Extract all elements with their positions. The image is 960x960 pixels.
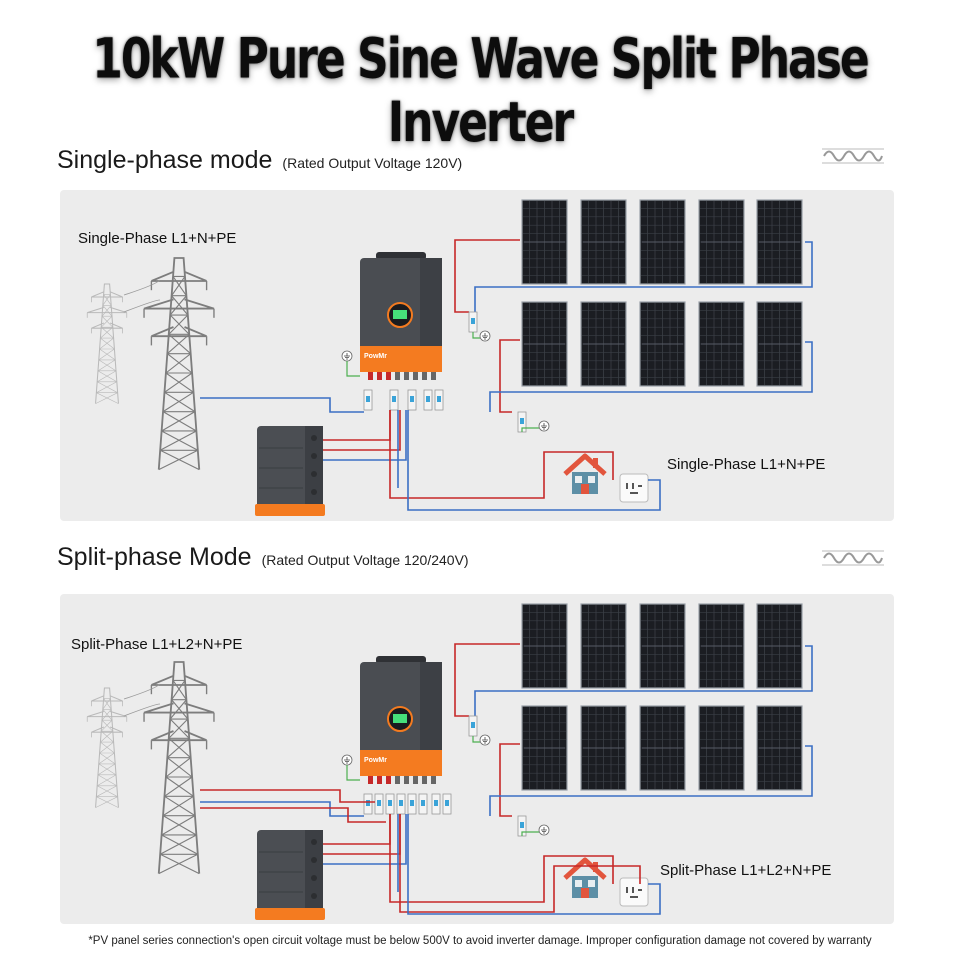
grid-label: Single-Phase L1+N+PE [78,230,237,247]
solar-panel-icon [639,301,686,387]
page-title: 10kW Pure Sine Wave Split Phase Inverter [92,27,870,155]
solar-panel-icon [756,199,803,285]
load-label: Split-Phase L1+L2+N+PE [660,862,832,879]
breaker-icon [442,793,452,815]
mode-name: Split-phase Mode [57,543,252,571]
solar-panel-icon [698,705,745,791]
breaker-icon [363,389,373,411]
ground-symbol-icon [479,330,491,342]
breaker-icon [407,389,417,411]
power-outlet-icon [619,473,649,503]
ground-symbol-icon [479,734,491,746]
breaker-icon [385,793,395,815]
solar-panel-icon [756,301,803,387]
solar-panel-icon [639,199,686,285]
breaker-icon [418,793,428,815]
solar-panel-icon [639,705,686,791]
load-label: Single-Phase L1+N+PE [667,456,826,473]
breaker-icon [389,389,399,411]
solar-panel-icon [580,199,627,285]
ground-symbol-icon [341,350,353,362]
single-phase-header: Single-phase mode (Rated Output Voltage … [57,146,462,175]
house-icon [563,453,607,494]
breaker-icon [374,793,384,815]
inverter-brand: PowMr [364,353,387,360]
grid-label: Split-Phase L1+L2+N+PE [71,636,243,653]
inverter-icon: PowMr [360,252,442,380]
solar-panel-icon [521,603,568,689]
transmission-tower-icon [86,687,128,808]
ground-symbol-icon [538,420,550,432]
solar-panel-icon [639,603,686,689]
breaker-icon [407,793,417,815]
mode-name: Single-phase mode [57,146,273,174]
inverter-icon: PowMr [360,656,442,784]
solar-panel-icon [756,705,803,791]
solar-panel-icon [756,603,803,689]
sine-wave-icon [822,550,884,566]
breaker-icon [468,715,478,737]
solar-panel-icon [580,603,627,689]
transmission-tower-icon [86,283,128,404]
breaker-icon [431,793,441,815]
solar-panel-icon [521,301,568,387]
breaker-icon [396,793,406,815]
wiring-diagram: PowMr [86,199,813,516]
transmission-tower-icon [143,257,215,471]
battery-icon [255,426,325,516]
ground-symbol-icon [538,824,550,836]
mode-subtitle: (Rated Output Voltage 120/240V) [261,552,469,568]
sine-wave-icon [822,148,884,164]
solar-panel-icon [580,301,627,387]
solar-panel-icon [698,199,745,285]
ground-symbol-icon [341,754,353,766]
solar-panel-icon [698,301,745,387]
single-phase-diagram: Single-Phase L1+N+PE Single-Phase L1+N+P… [60,190,894,521]
breaker-icon [468,311,478,333]
transmission-tower-icon [143,661,215,875]
wiring-diagram: PowMr [86,603,813,920]
solar-panel-icon [580,705,627,791]
breaker-icon [434,389,444,411]
footnote: *PV panel series connection's open circu… [88,935,872,947]
solar-panel-icon [698,603,745,689]
split-phase-diagram: Split-Phase L1+L2+N+PE Split-Phase L1+L2… [60,594,894,924]
breaker-icon [423,389,433,411]
house-icon [563,857,607,898]
breaker-icon [363,793,373,815]
mode-subtitle: (Rated Output Voltage 120V) [282,155,463,171]
battery-icon [255,830,325,920]
split-phase-header: Split-phase Mode (Rated Output Voltage 1… [57,543,469,572]
inverter-brand: PowMr [364,757,387,764]
power-outlet-icon [619,877,649,907]
solar-panel-icon [521,705,568,791]
solar-panel-icon [521,199,568,285]
